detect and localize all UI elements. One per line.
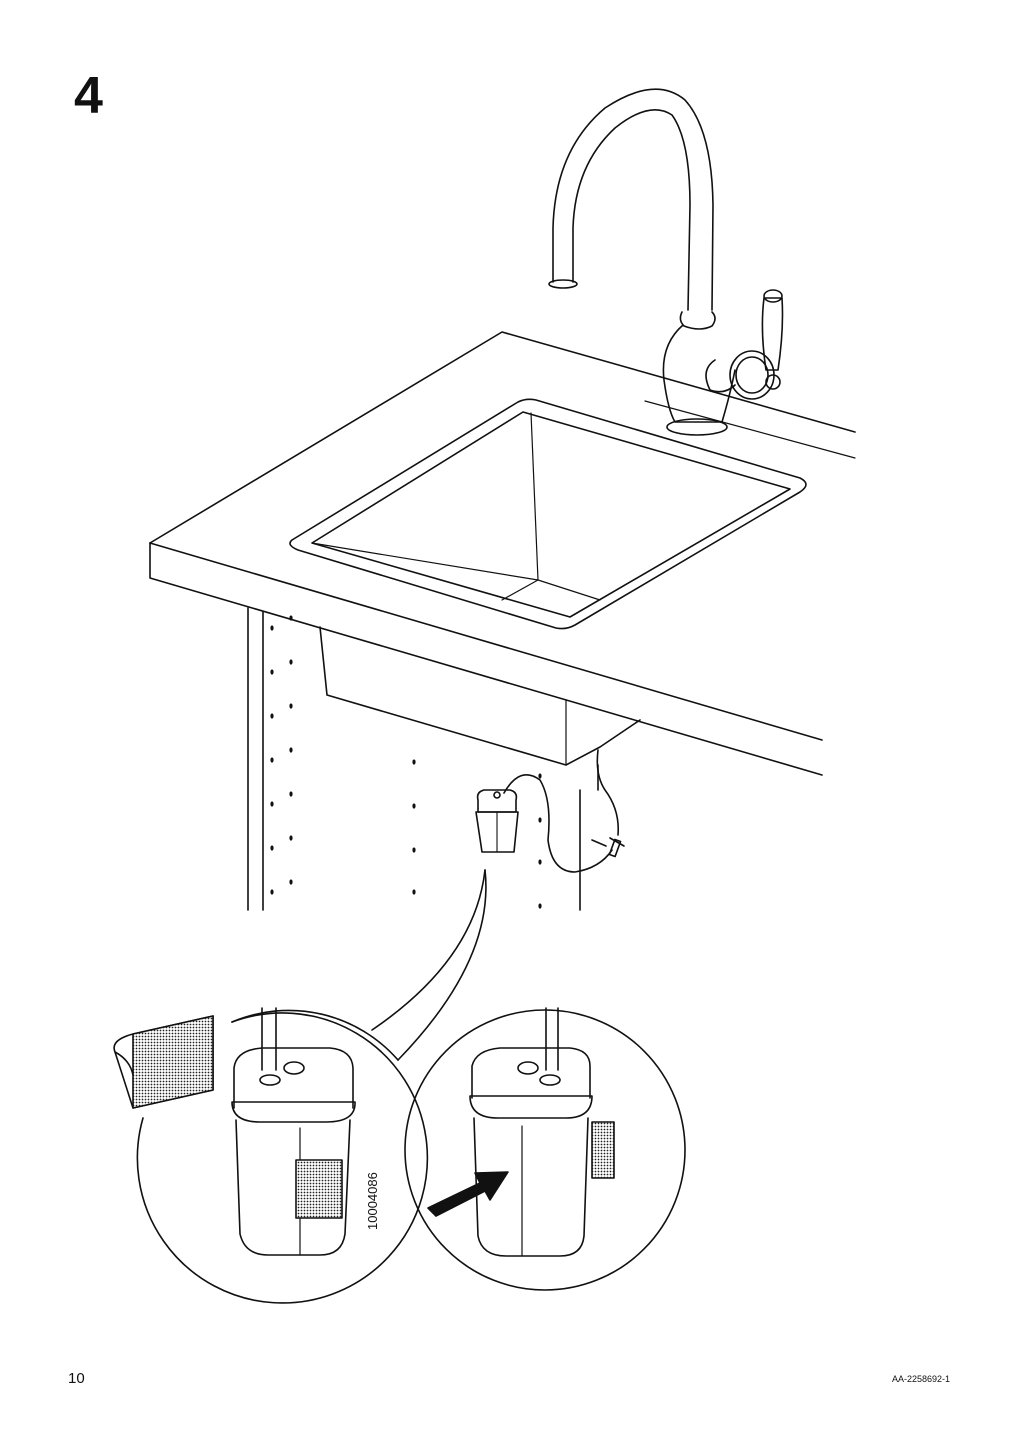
part-number: 10004086	[365, 1172, 380, 1230]
push-arrow-icon	[427, 1171, 509, 1217]
zoom-callout	[371, 869, 487, 1061]
adhesive-pad-icon	[113, 1015, 214, 1109]
detail-circle-left: 10004086	[113, 1007, 429, 1304]
kitchen-sink-icon	[289, 398, 807, 766]
cabinet-panels	[247, 607, 599, 911]
step-number: 4	[74, 67, 103, 125]
document-code: AA-2258692-1	[891, 1374, 950, 1384]
filter-cartridge-icon	[231, 1007, 356, 1256]
page-number: 10	[68, 1370, 85, 1387]
detail-circle-right	[404, 1007, 686, 1291]
filter-cartridge-small	[475, 749, 625, 873]
countertop	[149, 331, 856, 776]
filter-cartridge-icon-right	[469, 1007, 615, 1257]
faucet-icon	[548, 88, 784, 436]
